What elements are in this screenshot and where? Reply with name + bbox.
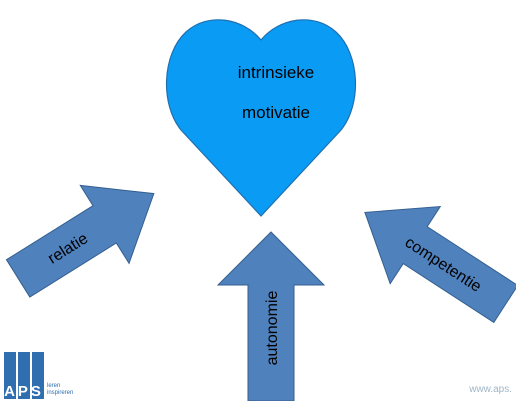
arrow-competentie: competentie [364, 205, 516, 324]
heart-shape [165, 19, 357, 217]
arrow-relatie-shape [5, 184, 155, 298]
arrow-relatie: relatie [5, 184, 155, 298]
heart-label-line1: intrinsieke [238, 63, 315, 82]
arrow-autonomie-label: autonomie [264, 291, 281, 366]
arrow-competentie-shape [364, 205, 516, 324]
aps-logo-tagline-2: inspireren [47, 390, 73, 396]
aps-logo-block-a [4, 352, 16, 399]
aps-logo-block-s [32, 352, 44, 399]
arrow-autonomie: autonomie [216, 231, 326, 401]
aps-logo-letters: APS [4, 383, 44, 400]
aps-logo-block-p [18, 352, 30, 399]
heart-label-line2: motivatie [242, 103, 310, 122]
footer-url: www.aps. [469, 384, 512, 395]
aps-logo-tagline-1: leren [47, 383, 60, 389]
aps-logo: APS leren inspireren [4, 352, 73, 400]
arrow-autonomie-shape [216, 231, 326, 401]
